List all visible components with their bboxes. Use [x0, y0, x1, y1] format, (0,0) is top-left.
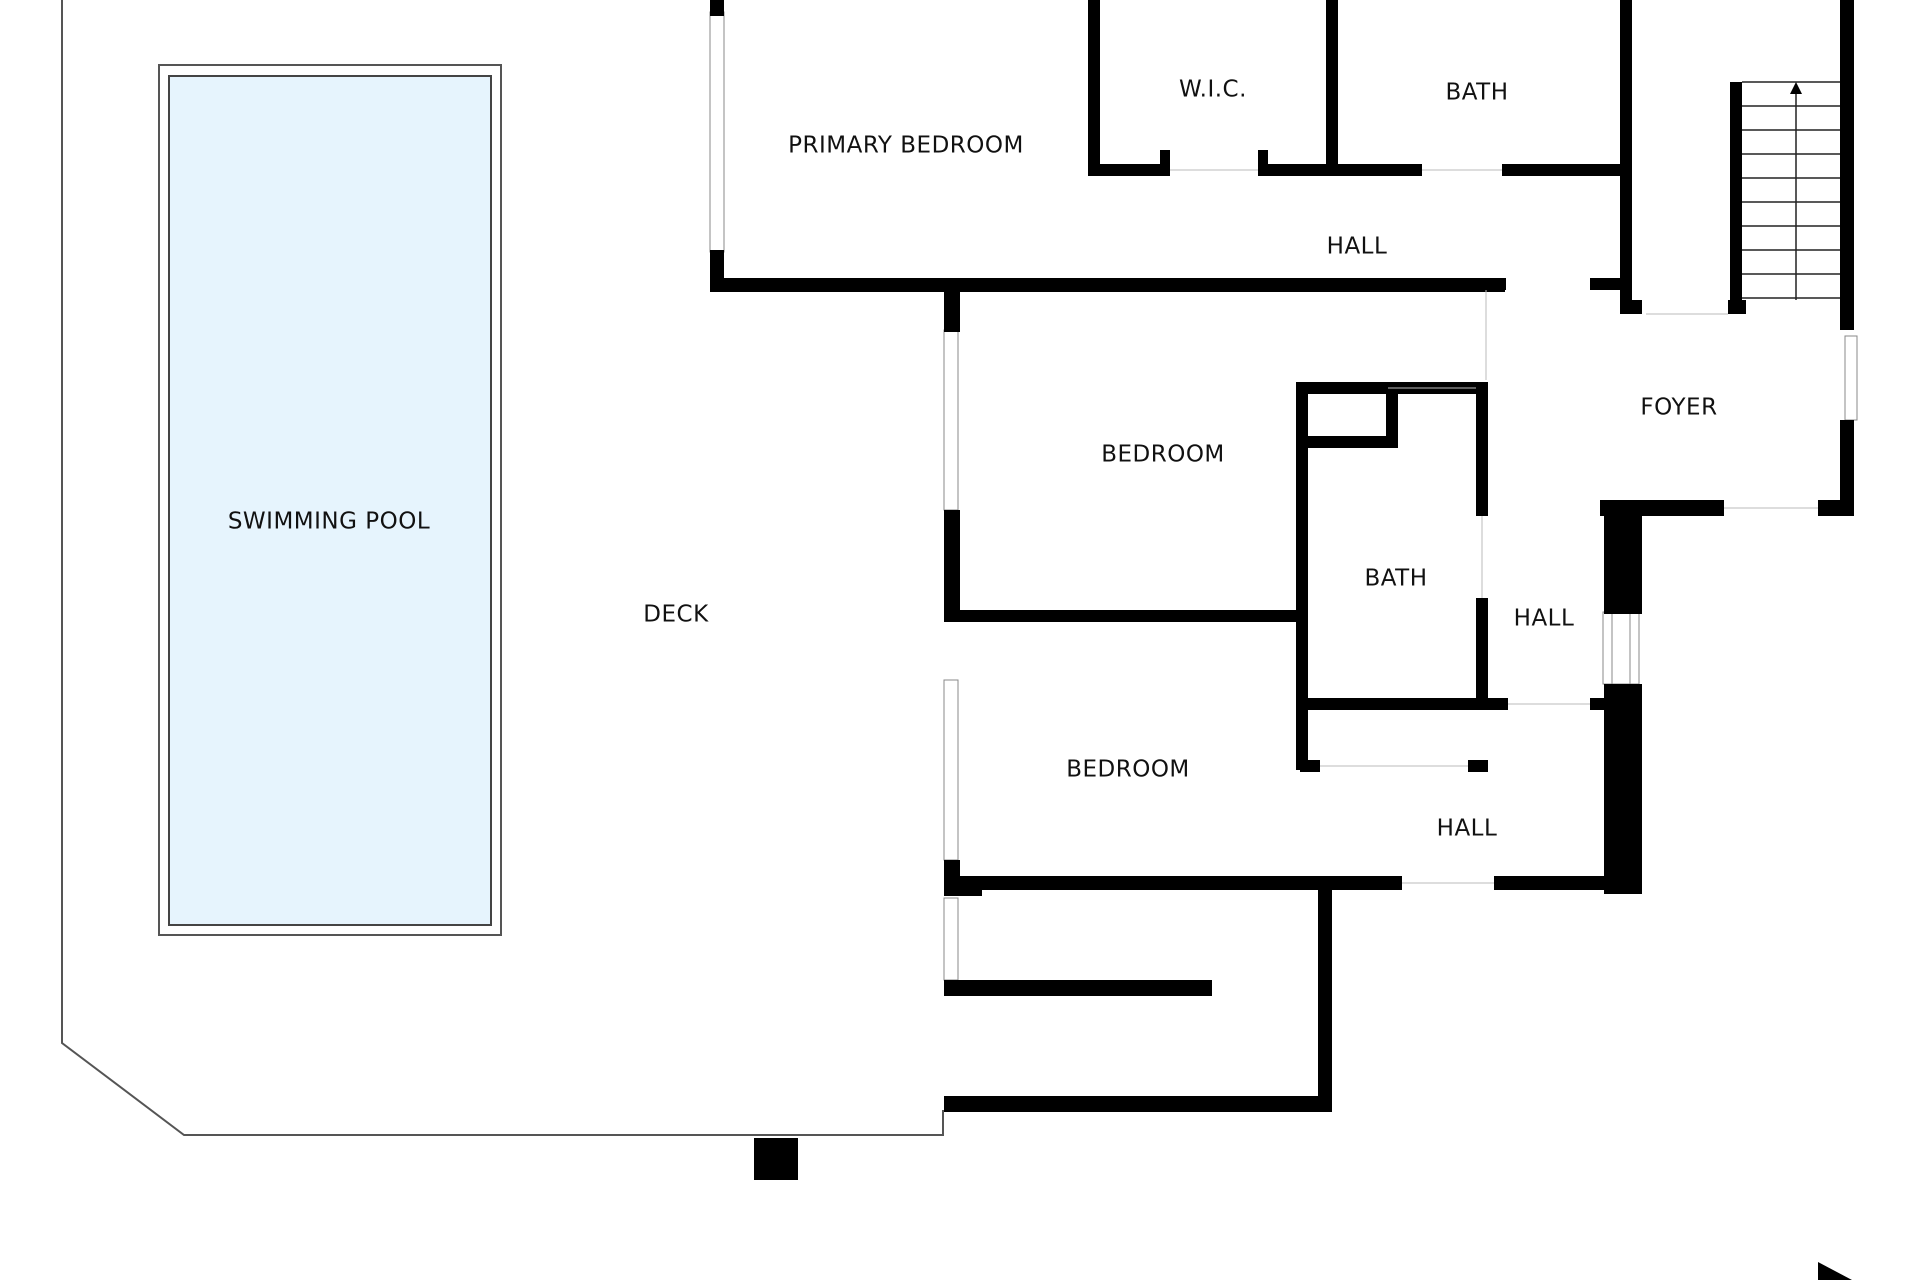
room-labels: PRIMARY BEDROOM W.I.C. BATH HALL FOYER S…	[228, 77, 1717, 842]
window-bedroom-upper-west	[943, 329, 959, 511]
deck-outline	[61, 0, 944, 1136]
north-arrow-icon	[1818, 1262, 1852, 1280]
stairs	[1742, 81, 1840, 300]
window-bedroom-lower-west	[943, 679, 959, 861]
label-primary-bedroom: PRIMARY BEDROOM	[788, 133, 1024, 159]
label-hall-top: HALL	[1327, 234, 1388, 260]
label-swimming-pool: SWIMMING POOL	[228, 509, 430, 535]
label-bedroom-upper: BEDROOM	[1101, 442, 1225, 468]
label-foyer: FOYER	[1640, 395, 1717, 421]
window-hall-east	[1602, 611, 1640, 685]
window-primary-bedroom-west	[709, 11, 725, 253]
label-bath-top: BATH	[1445, 80, 1508, 106]
window-foyer-east	[1844, 335, 1858, 421]
label-hall-middle: HALL	[1514, 606, 1575, 632]
walls	[710, 0, 1854, 1180]
label-bath-middle: BATH	[1364, 566, 1427, 592]
label-deck: DECK	[643, 602, 709, 628]
window-closet-west	[943, 897, 959, 981]
stair-arrow-icon	[1790, 82, 1802, 94]
swimming-pool	[168, 75, 492, 926]
label-bedroom-lower: BEDROOM	[1066, 757, 1190, 783]
door-openings	[1170, 169, 1818, 884]
label-wic: W.I.C.	[1179, 77, 1247, 103]
label-hall-lower: HALL	[1437, 816, 1498, 842]
